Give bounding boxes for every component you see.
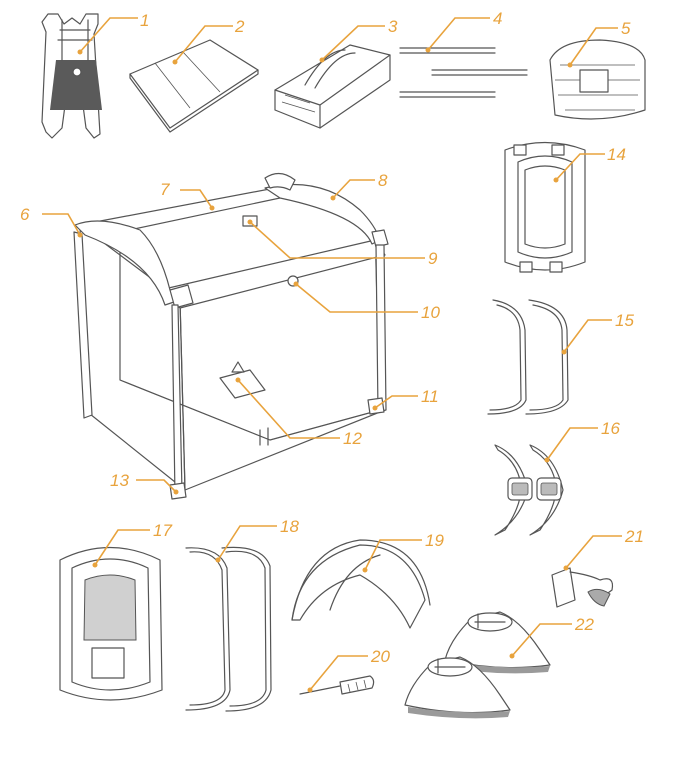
callout-9: 9 (247, 219, 438, 268)
changer-tray-icon (59, 547, 163, 701)
label-1: 1 (140, 11, 149, 30)
callout-14: 14 (553, 145, 626, 183)
label-8: 8 (378, 171, 388, 190)
bassinet-tubes-icon (487, 299, 569, 415)
label-6: 6 (20, 205, 30, 224)
label-18: 18 (280, 517, 299, 536)
label-21: 21 (624, 527, 644, 546)
callout-11: 11 (372, 387, 439, 411)
label-2: 2 (234, 17, 245, 36)
label-22: 22 (574, 615, 594, 634)
label-11: 11 (421, 387, 439, 406)
callout-8: 8 (330, 171, 388, 201)
callout-1: 1 (77, 11, 149, 55)
label-16: 16 (601, 419, 620, 438)
label-12: 12 (343, 429, 362, 448)
label-20: 20 (370, 647, 390, 666)
callout-22: 22 (509, 615, 594, 659)
callout-17: 17 (92, 521, 172, 568)
playard-main (73, 172, 389, 500)
callout-12: 12 (235, 377, 362, 448)
screwdriver-icon (299, 675, 375, 695)
callout-15: 15 (561, 311, 634, 355)
callout-7: 7 (160, 180, 215, 211)
label-3: 3 (388, 17, 398, 36)
carry-bag-icon (274, 44, 391, 129)
callout-21: 21 (563, 527, 644, 571)
callout-4: 4 (425, 9, 502, 53)
support-rods-icon (399, 47, 528, 98)
label-19: 19 (425, 531, 444, 550)
callout-6: 6 (20, 205, 83, 238)
callout-2: 2 (172, 17, 245, 65)
folding-mattress-icon (129, 39, 259, 133)
nightlight-unit-icon (551, 567, 614, 608)
canopy-icon (291, 539, 431, 629)
label-14: 14 (607, 145, 626, 164)
callout-3: 3 (319, 17, 398, 63)
rocker-feet-icon (404, 611, 551, 719)
callout-10: 10 (293, 281, 440, 322)
callout-13: 13 (110, 471, 179, 495)
callout-19: 19 (362, 531, 444, 573)
bassinet-insert-icon (504, 141, 586, 273)
accessory-bag-icon (549, 39, 646, 120)
label-7: 7 (160, 180, 170, 199)
label-15: 15 (615, 311, 634, 330)
label-5: 5 (621, 19, 631, 38)
bassinet-hanging-icon (41, 13, 102, 139)
callout-18: 18 (215, 517, 299, 563)
changer-tubes-icon (185, 546, 272, 712)
callout-16: 16 (544, 419, 620, 463)
label-13: 13 (110, 471, 129, 490)
label-17: 17 (153, 521, 172, 540)
label-10: 10 (421, 303, 440, 322)
callout-5: 5 (567, 19, 631, 68)
label-9: 9 (428, 249, 438, 268)
callout-20: 20 (307, 647, 390, 693)
connector-clips-icon (494, 444, 564, 536)
label-4: 4 (493, 9, 502, 28)
